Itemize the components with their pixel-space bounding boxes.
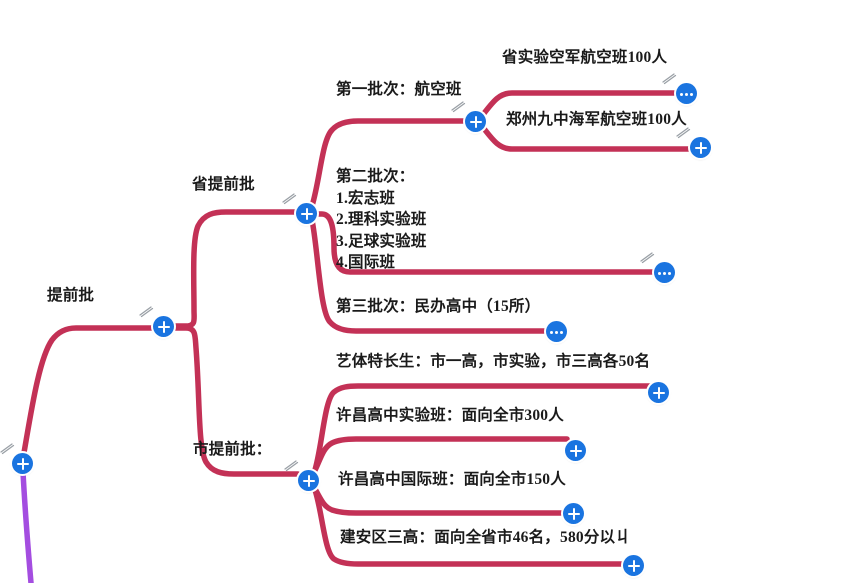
plus-icon-vertical: [162, 320, 165, 333]
dots-icon: [658, 271, 661, 275]
dots-icon-3: [560, 330, 563, 334]
xuchang-experimental-expand-node[interactable]: [565, 440, 586, 461]
plus-icon-vertical: [574, 444, 577, 457]
dots-icon-2: [685, 92, 688, 96]
zhengzhou-no9-expand-node[interactable]: [690, 137, 711, 158]
province-node-label: 省提前批: [192, 176, 255, 193]
aviation-child-label-province-experimental: 省实验空军航空班100人: [502, 49, 668, 66]
province-child-label-batch-3: 第三批次：民办高中（15所）: [336, 298, 541, 315]
plus-icon-vertical: [21, 457, 24, 470]
city-child-label-xuchang-experimental: 许昌高中实验班：面向全市300人: [336, 407, 564, 424]
province-expand-node[interactable]: [296, 203, 317, 224]
province-child-label-batch-2: 第二批次： 1.宏志班 2.理科实验班 3.足球实验班 4.国际班: [336, 168, 427, 271]
plus-icon-vertical: [632, 559, 635, 572]
arts-sports-expand-node[interactable]: [648, 382, 669, 403]
batch-1-expand-node[interactable]: [465, 111, 486, 132]
plus-icon-vertical: [474, 115, 477, 128]
plus-icon-vertical: [699, 141, 702, 154]
dots-icon: [550, 330, 553, 334]
plus-icon-vertical: [307, 474, 310, 487]
aviation-child-label-zhengzhou-no9: 郑州九中海军航空班100人: [506, 111, 687, 128]
batch-3-collapsed-node[interactable]: [546, 321, 567, 342]
province-experimental-collapsed-node[interactable]: [676, 83, 697, 104]
dots-icon-2: [663, 271, 666, 275]
plus-icon-vertical: [657, 386, 660, 399]
plus-icon-vertical: [305, 207, 308, 220]
city-child-label-arts-sports: 艺体特长生：市一高，市实验，市三高各50名: [336, 353, 651, 370]
dots-icon-2: [555, 330, 558, 334]
dots-icon-3: [668, 271, 671, 275]
root-node-label: 提前批: [47, 287, 95, 304]
province-child-label-batch-1: 第一批次：航空班: [336, 81, 462, 98]
batch-2-collapsed-node[interactable]: [654, 262, 675, 283]
city-expand-node[interactable]: [298, 470, 319, 491]
city-child-label-xuchang-international: 许昌高中国际班：面向全市150人: [338, 471, 566, 488]
xuchang-international-expand-node[interactable]: [563, 503, 584, 524]
dots-icon: [680, 92, 683, 96]
city-child-label-jiananqu-sangao: 建安区三高：面向全省市46名，580分以丩: [340, 529, 631, 546]
jiananqu-sangao-expand-node[interactable]: [623, 555, 644, 576]
plus-icon-vertical: [572, 507, 575, 520]
offscreen-root-expand-node[interactable]: [12, 453, 33, 474]
root-expand-node[interactable]: [153, 316, 174, 337]
city-node-label: 市提前批：: [193, 441, 272, 458]
dots-icon-3: [690, 92, 693, 96]
